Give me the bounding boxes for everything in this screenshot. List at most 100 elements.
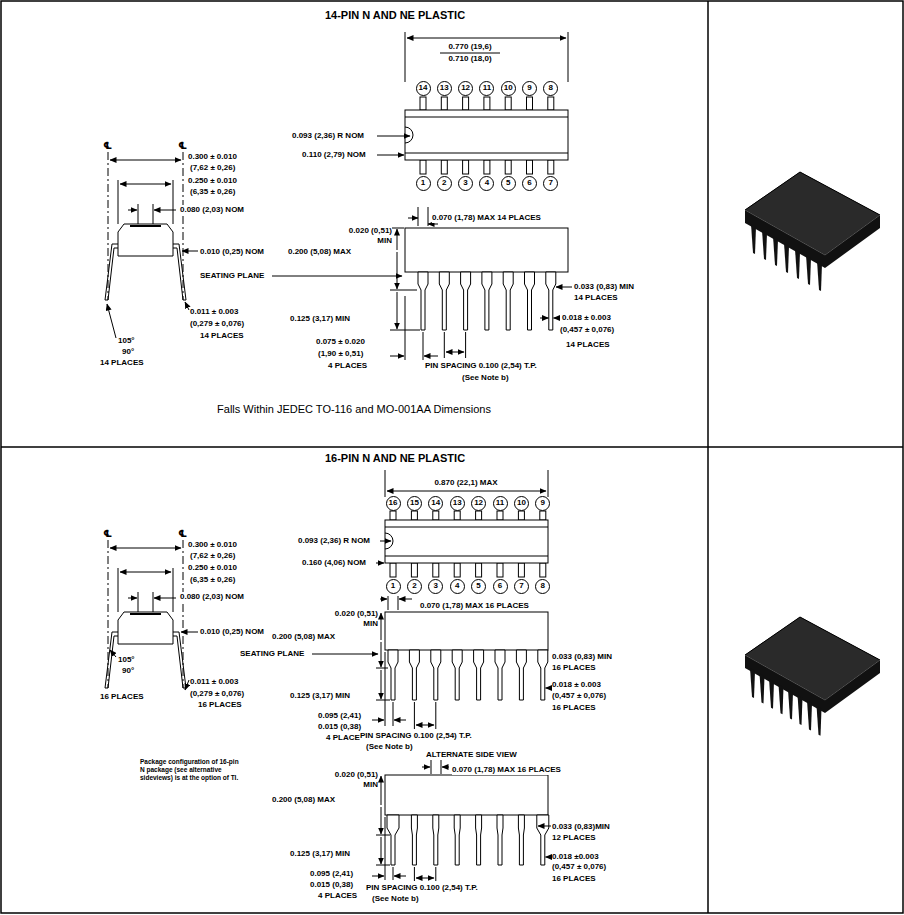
- dimension-label: 0.020 (0,51) MIN: [332, 226, 392, 246]
- dimension-label: 16-PIN N AND NE PLASTIC: [325, 452, 465, 465]
- pin-number-circle: 6: [493, 579, 508, 594]
- pin-number: 8: [541, 582, 545, 590]
- pin-number-circle: 2: [407, 579, 422, 594]
- dimension-label: 0.018 ±0.003: [552, 852, 599, 862]
- dimension-label: (6,35 ± 0,26): [190, 575, 235, 585]
- dimension-label: 14 PLACES: [100, 358, 144, 368]
- dimension-label: (See Note b): [366, 742, 413, 752]
- pin-number-circle: 3: [458, 176, 473, 191]
- pin-number: 2: [442, 179, 446, 187]
- dimension-label: 0.080 (2,03) NOM: [180, 592, 244, 602]
- pin-number-circle: 14: [416, 81, 431, 96]
- dip-14-picture: [745, 172, 880, 291]
- dimension-label: 0.070 (1,78) MAX 16 PLACES: [420, 601, 529, 611]
- dimension-label: 14 PLACES: [574, 293, 618, 303]
- dimension-label: 16 PLACES: [198, 700, 242, 710]
- pin-number: 15: [410, 499, 419, 507]
- end-view-16: [105, 540, 198, 690]
- dimension-label: 0.300 ± 0.010: [188, 540, 237, 550]
- dimension-label: 0.011 ± 0.003: [190, 307, 238, 317]
- pin-number: 7: [549, 179, 553, 187]
- pin-number-circle: 8: [543, 81, 558, 96]
- pin-number-circle: 8: [535, 579, 550, 594]
- dimension-label: SEATING PLANE: [200, 271, 264, 281]
- pin-number: 12: [461, 84, 470, 92]
- dimension-label: 0.075 ± 0.020: [316, 337, 365, 347]
- pin-number-circle: 14: [428, 496, 443, 511]
- pin-number-circle: 6: [522, 176, 537, 191]
- pin-number: 3: [434, 582, 438, 590]
- dimension-label: 0.300 ± 0.010: [188, 152, 237, 162]
- dimension-label: 4 PLACES: [318, 891, 357, 901]
- side-view-16: [312, 596, 551, 729]
- dimension-label: 0.033 (0,83)MIN: [552, 822, 610, 832]
- pin-number-circle: 7: [514, 579, 529, 594]
- dimension-label: 0.070 (1,78) MAX 14 PLACES: [432, 213, 541, 223]
- dimension-label: 105°: [118, 336, 135, 346]
- dimension-label: 0.200 (5,08) MAX: [288, 247, 351, 257]
- dimension-label: 0.250 ± 0.010: [188, 563, 237, 573]
- pin-number-circle: 12: [458, 81, 473, 96]
- dimension-label: (1,90 ± 0,51): [318, 349, 363, 359]
- pin-number: 7: [519, 582, 523, 590]
- dimension-label: 16 PLACES: [552, 703, 596, 713]
- pin-number-circle: 1: [416, 176, 431, 191]
- dimension-label: ℄: [178, 140, 187, 152]
- pin-number-circle: 2: [437, 176, 452, 191]
- dimension-label: 0.200 (5,08) MAX: [272, 632, 335, 642]
- pin-number: 6: [498, 582, 502, 590]
- dip-16-picture: [745, 617, 880, 736]
- dimension-label: 0.018 ± 0.003: [552, 680, 601, 690]
- pin-number-circle: 10: [514, 496, 529, 511]
- pin-number: 4: [455, 582, 459, 590]
- pin-number: 5: [506, 179, 510, 187]
- dimension-label: ℄: [178, 528, 187, 540]
- dimension-label: 0.125 (3,17) MIN: [290, 849, 350, 859]
- dimension-label: 14-PIN N AND NE PLASTIC: [325, 9, 465, 22]
- pin-number-circle: 4: [479, 176, 494, 191]
- top-view-16: [376, 470, 548, 577]
- dimension-label: 0.080 (2,03) NOM: [180, 205, 244, 215]
- dimension-label: (See Note b): [372, 894, 419, 904]
- dimension-label: 4 PLACES: [328, 361, 367, 371]
- dimension-label: PIN SPACING 0.100 (2,54) T.P.: [425, 361, 537, 371]
- dimension-label: Falls Within JEDEC TO-116 and MO-001AA D…: [217, 403, 491, 416]
- pin-number: 14: [419, 84, 428, 92]
- pin-number-circle: 4: [450, 579, 465, 594]
- pin-number-circle: 11: [479, 81, 494, 96]
- dimension-label: 16 PLACES: [552, 874, 596, 884]
- dimension-label: ALTERNATE SIDE VIEW: [426, 750, 517, 760]
- dimension-label: 0.018 ± 0.003: [562, 313, 611, 323]
- pin-number: 4: [485, 179, 489, 187]
- dimension-label: ℄: [103, 528, 112, 540]
- dimension-label: (0,457 ± 0,076): [560, 325, 614, 335]
- dimension-label: (0,279 ± 0,076): [190, 689, 244, 699]
- dimension-label: 0.250 ± 0.010: [188, 176, 237, 186]
- dimension-label: 0.033 (0,83) MIN: [574, 282, 634, 292]
- pin-number-circle: 1: [386, 579, 401, 594]
- pin-number: 13: [453, 499, 462, 507]
- pin-number: 16: [389, 499, 398, 507]
- dimension-label: 0.095 (2,41): [318, 711, 361, 721]
- dimension-label: (0,457 ± 0,076): [552, 691, 606, 701]
- dimension-label: (See Note b): [462, 373, 509, 383]
- dimension-label: 16 PLACES: [100, 692, 144, 702]
- dimension-label: 0.870 (22,1) MAX: [434, 478, 497, 488]
- dimension-label: ℄: [103, 140, 112, 152]
- dimension-label: 0.020 (0,51) MIN: [318, 770, 378, 790]
- dimension-label: 0.020 (0,51) MIN: [318, 609, 378, 629]
- pin-number: 12: [474, 499, 483, 507]
- pin-number: 5: [476, 582, 480, 590]
- dimension-label: (0,457 ± 0,076): [552, 862, 606, 872]
- dimension-label: 0.093 (2,36) R NOM: [298, 536, 370, 546]
- pin-number: 6: [527, 179, 531, 187]
- dimension-label: (6,35 ± 0,26): [190, 187, 235, 197]
- dimension-label: 0.070 (1,78) MAX 16 PLACES: [452, 765, 561, 775]
- pin-number-circle: 13: [437, 81, 452, 96]
- pin-number: 1: [391, 582, 395, 590]
- dimension-label: 0.093 (2,36) R NOM: [292, 131, 364, 141]
- pin-number: 14: [431, 499, 440, 507]
- pin-number: 2: [412, 582, 416, 590]
